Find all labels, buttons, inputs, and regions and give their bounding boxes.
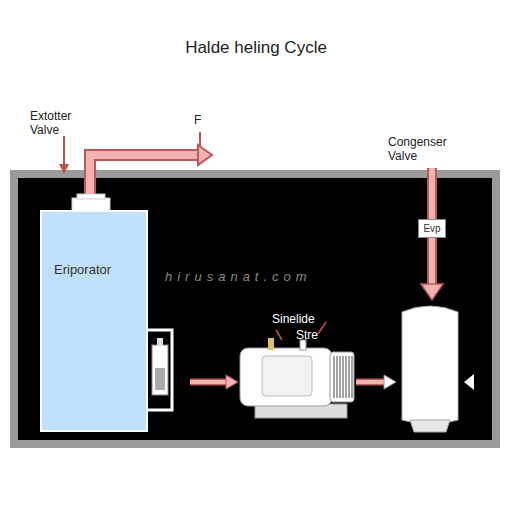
- compressor-port: [268, 338, 274, 350]
- node-label: Eriporator: [54, 262, 146, 277]
- condenser-foot: [410, 420, 450, 432]
- fin-stroke: [333, 356, 334, 398]
- frame: [10, 170, 500, 448]
- leader-line: [199, 132, 201, 146]
- arrow-head: [421, 284, 443, 300]
- arrow-head: [226, 375, 238, 389]
- node-label: Evp: [423, 223, 440, 234]
- arrow-head: [198, 145, 212, 165]
- pipe-outline: [90, 155, 200, 198]
- expansion-box: Evp: [418, 219, 445, 238]
- valve-body: [155, 368, 165, 390]
- fin-stroke: [342, 356, 343, 398]
- fin-stroke: [348, 356, 349, 398]
- valve-label: Congenser Valve: [388, 136, 468, 164]
- leader-line: [276, 330, 282, 340]
- fin-stroke: [339, 356, 340, 398]
- valve-body: [152, 345, 168, 395]
- compressor-body: [262, 356, 312, 396]
- leader-line: [318, 322, 326, 334]
- compressor-fins: [334, 356, 352, 398]
- diagram-title: Halde heling Cycle: [185, 38, 327, 58]
- compressor-body: [240, 348, 332, 406]
- evaporator-tank: Eriporator: [40, 210, 148, 432]
- arrow-head: [384, 375, 396, 389]
- pipe-outline: [190, 379, 228, 386]
- pipe: [356, 380, 386, 384]
- fin-stroke: [336, 356, 337, 398]
- condenser-tank: [402, 306, 458, 424]
- pipe: [90, 155, 200, 198]
- valve-label: Extotter Valve: [30, 110, 102, 138]
- leader-line: [63, 136, 65, 172]
- pipe-outline: [356, 379, 386, 386]
- fin-stroke: [351, 356, 352, 398]
- part-label: Sinelide: [272, 313, 315, 327]
- frame-ground: [18, 178, 492, 440]
- compressor-fins: [330, 352, 354, 402]
- valve-stem: [157, 338, 163, 346]
- side-pipe: [148, 330, 172, 410]
- evaporator-cap: [77, 194, 105, 199]
- part-label: F: [194, 114, 201, 128]
- fin-stroke: [345, 356, 346, 398]
- watermark: hirusanat.com: [165, 270, 312, 285]
- part-label: Stre: [296, 329, 318, 343]
- pipe: [190, 380, 228, 384]
- arrow-head: [464, 374, 474, 390]
